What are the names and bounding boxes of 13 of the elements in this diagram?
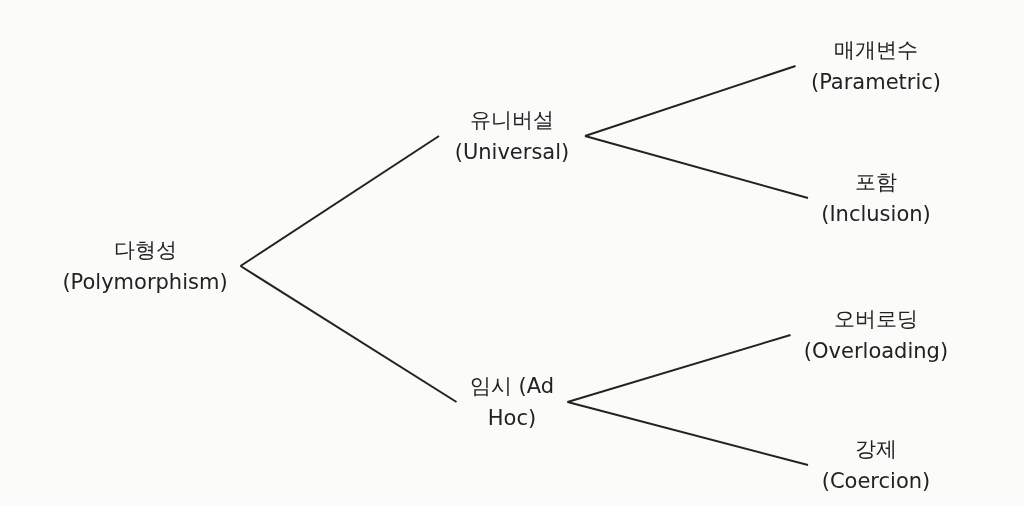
branch-line bbox=[566, 334, 792, 403]
branch-line bbox=[566, 401, 809, 466]
term-label: 강제 (Coercion) bbox=[816, 433, 936, 497]
term-label: 매개변수 (Parametric) bbox=[803, 34, 949, 98]
term-label: 포함 (Inclusion) bbox=[816, 166, 936, 230]
term-label: 임시 (Ad Hoc) bbox=[464, 370, 560, 434]
branch-line bbox=[584, 135, 809, 199]
branch-line bbox=[239, 265, 458, 403]
term-label: 유니버설 (Universal) bbox=[447, 104, 577, 168]
branch-line bbox=[584, 65, 797, 137]
term-label: 오버로딩 (Overloading) bbox=[798, 303, 954, 367]
term-label: 다형성 (Polymorphism) bbox=[57, 234, 233, 298]
branch-line bbox=[239, 135, 440, 267]
